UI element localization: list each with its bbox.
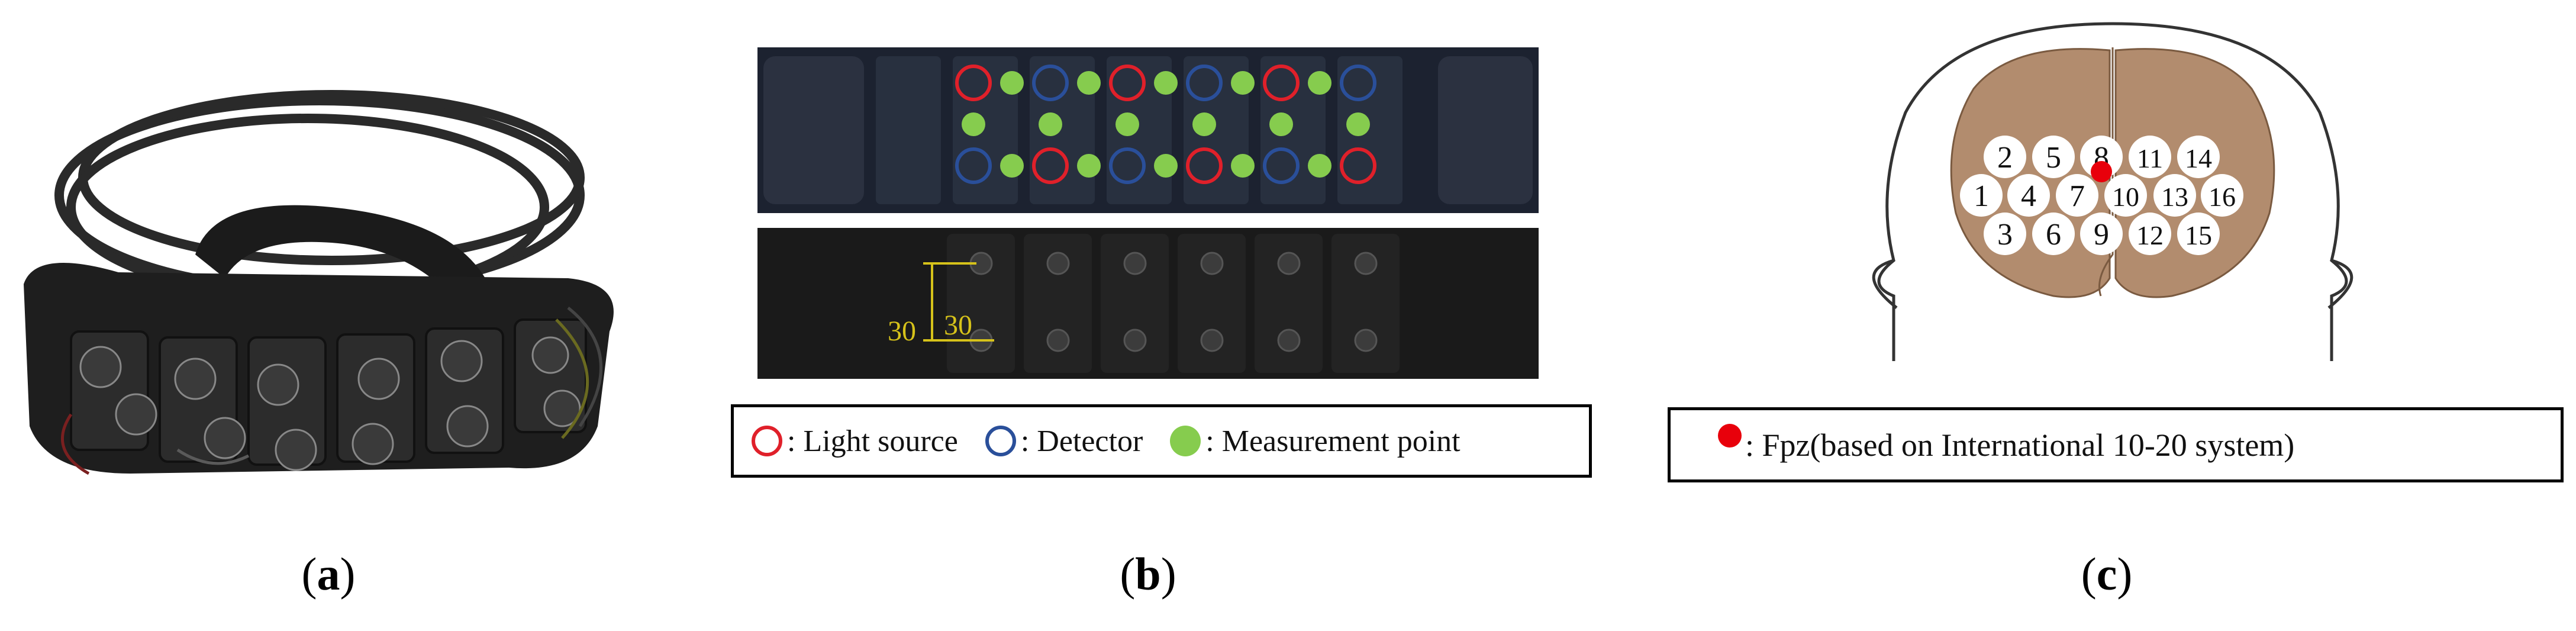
panel-a: (a): [0, 0, 651, 631]
channel-circle-10: [2104, 174, 2147, 217]
light-source-marker: [1032, 147, 1069, 184]
panel-b: 30 30 : Light source : Detector : Measur…: [698, 0, 1598, 631]
legend-light-source: : Light source: [752, 424, 958, 459]
channel-label-2: 2: [1997, 141, 2013, 175]
measurement-point-marker: [1077, 154, 1101, 178]
channel-circle-14: [2177, 136, 2220, 178]
channel-circle-11: [2129, 136, 2171, 178]
channel-label-10: 10: [2112, 182, 2139, 212]
channel-label-1: 1: [1974, 179, 1989, 213]
detector-marker: [1109, 147, 1146, 184]
measurement-point-marker: [1346, 112, 1370, 136]
legend-measurement-point: : Measurement point: [1170, 424, 1461, 459]
channel-label-9: 9: [2094, 218, 2109, 252]
measurement-point-marker: [1308, 71, 1331, 95]
measurement-point-marker: [1115, 112, 1139, 136]
measurement-point-marker: [1192, 112, 1216, 136]
dimension-horizontal-label: 30: [944, 310, 972, 341]
detector-marker: [955, 147, 992, 184]
light-source-marker: [1109, 65, 1146, 101]
light-source-marker: [1263, 65, 1300, 101]
channel-circle-16: [2201, 174, 2243, 217]
channel-label-13: 13: [2161, 182, 2188, 212]
measurement-point-marker: [1039, 112, 1062, 136]
fpz-marker: [2091, 161, 2112, 182]
caption-a: (a): [301, 548, 356, 600]
light-source-icon: [752, 426, 782, 456]
measurement-point-marker: [1308, 154, 1331, 178]
measurement-point-marker: [1154, 71, 1178, 95]
channel-label-16: 16: [2209, 182, 2236, 212]
measurement-point-marker: [1231, 71, 1255, 95]
channel-circle-3: [1984, 213, 2026, 255]
caption-b: (b): [1120, 548, 1176, 600]
channel-circle-2: [1984, 136, 2026, 178]
channel-label-7: 7: [2069, 179, 2085, 213]
channel-label-5: 5: [2046, 141, 2061, 175]
measurement-point-marker: [962, 112, 985, 136]
measurement-point-marker: [1000, 154, 1024, 178]
legend-fpz: : Fpz(based on International 10-20 syste…: [1668, 407, 2564, 482]
detector-marker: [1032, 65, 1069, 101]
channel-label-4: 4: [2021, 179, 2036, 213]
measurement-point-marker: [1077, 71, 1101, 95]
channel-label-3: 3: [1997, 218, 2013, 252]
light-source-marker: [955, 65, 992, 101]
channel-circle-15: [2177, 213, 2220, 255]
channel-label-12: 12: [2136, 220, 2164, 250]
probe-layout-photos: 30 30: [757, 47, 1539, 379]
light-source-marker: [1186, 147, 1223, 184]
dimension-vertical-label: 30: [888, 316, 916, 347]
channel-label-6: 6: [2046, 218, 2061, 252]
channel-label-15: 15: [2185, 220, 2212, 250]
detector-marker: [1263, 147, 1300, 184]
detector-icon: [985, 426, 1016, 456]
measurement-point-marker: [1231, 154, 1255, 178]
measurement-point-marker: [1154, 154, 1178, 178]
channel-circle-8: [2080, 136, 2123, 178]
detector-marker: [1340, 65, 1376, 101]
measurement-point-marker: [1269, 112, 1293, 136]
channel-circle-7: [2056, 174, 2098, 217]
headband-photo: [24, 90, 614, 475]
dimension-lines: [923, 262, 994, 342]
light-source-marker: [1340, 147, 1376, 184]
caption-c: (c): [2081, 548, 2133, 600]
measurement-point-marker: [1000, 71, 1024, 95]
channel-circle-12: [2129, 213, 2171, 255]
channel-label-11: 11: [2137, 143, 2163, 173]
channel-circle-9: [2080, 213, 2123, 255]
channel-label-14: 14: [2185, 143, 2212, 173]
detector-marker: [1186, 65, 1223, 101]
channel-circle-5: [2032, 136, 2075, 178]
fpz-icon: [1718, 423, 1742, 448]
legend-detector: : Detector: [985, 424, 1143, 459]
legend-probe-types: : Light source : Detector : Measurement …: [731, 404, 1592, 478]
channel-circle-13: [2153, 174, 2196, 217]
channel-circle-4: [2007, 174, 2050, 217]
channel-circle-1: [1960, 174, 2003, 217]
measurement-point-icon: [1170, 426, 1201, 456]
channel-circle-6: [2032, 213, 2075, 255]
